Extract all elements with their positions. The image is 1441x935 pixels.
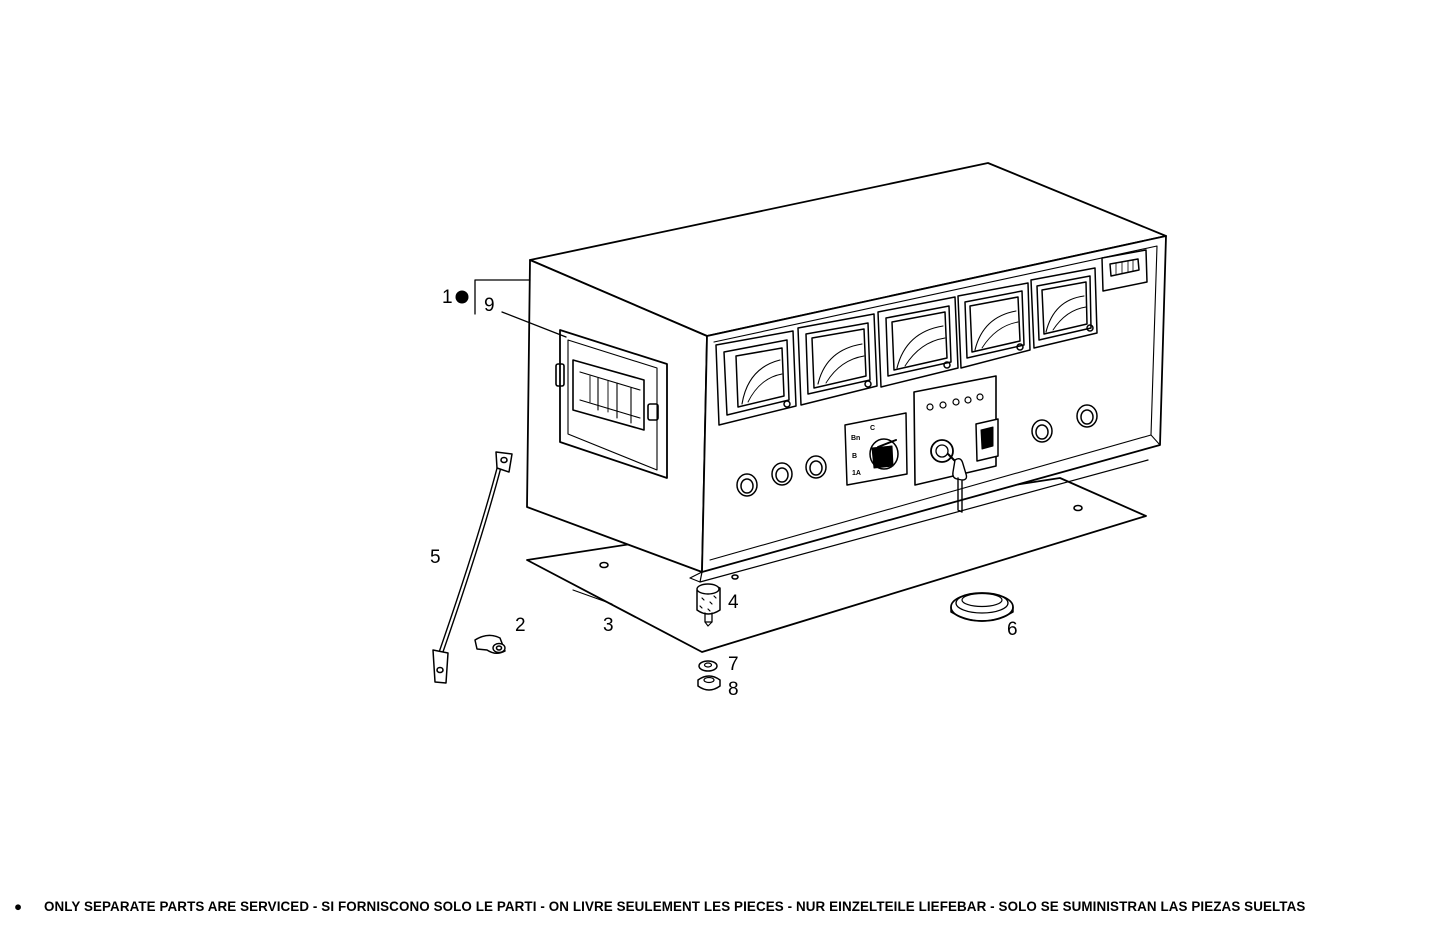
side-handle	[555, 329, 668, 479]
leader-9	[501, 311, 567, 338]
gauge-5	[1030, 267, 1098, 349]
assembly-bracket	[474, 279, 531, 315]
leader-lines	[474, 279, 613, 605]
callout-5: 5	[430, 547, 441, 568]
gauge-2	[797, 313, 878, 406]
gauge-row	[715, 249, 1148, 426]
button-5	[1076, 404, 1098, 428]
control-box	[913, 375, 999, 513]
selector-mark-c: C	[870, 425, 875, 432]
cable-clamp	[474, 634, 506, 654]
selector-mark-b: B	[852, 453, 857, 460]
spring-washer	[698, 660, 718, 672]
key-switch	[930, 439, 957, 463]
callout-3: 3	[603, 615, 614, 636]
gauge-1	[715, 330, 797, 426]
callout-8: 8	[728, 679, 739, 700]
rubber-mount	[696, 583, 721, 627]
front-buttons	[736, 404, 1098, 497]
button-2	[771, 462, 793, 486]
ignition-key	[952, 457, 968, 513]
footer-bullet: ●	[14, 899, 23, 914]
gauge-3	[877, 296, 959, 388]
callout-1: 1	[442, 287, 453, 308]
gauge-4	[957, 282, 1031, 369]
selector-mark-1a: 1A	[852, 470, 861, 477]
nut	[697, 675, 721, 691]
serviced-parts-bullet	[455, 290, 469, 304]
callout-9: 9	[484, 295, 495, 316]
button-4	[1031, 419, 1053, 443]
selector-mark-bn: Bn	[851, 435, 860, 442]
button-3	[805, 455, 827, 479]
button-1	[736, 473, 758, 497]
rocker-switch	[975, 418, 999, 462]
footer-note: ● ONLY SEPARATE PARTS ARE SERVICED - SI F…	[14, 899, 1439, 914]
grommet	[950, 592, 1014, 622]
footer-note-text: ONLY SEPARATE PARTS ARE SERVICED - SI FO…	[44, 899, 1306, 914]
leader-3	[572, 589, 613, 605]
callout-2: 2	[515, 615, 526, 636]
selector-switch: C Bn B 1A	[844, 412, 908, 486]
callout-4: 4	[728, 592, 739, 613]
hour-counter	[1101, 249, 1148, 292]
callout-7: 7	[728, 654, 739, 675]
callout-6: 6	[1007, 619, 1018, 640]
ground-cable	[432, 451, 513, 684]
indicator-lamp-row	[926, 393, 984, 411]
